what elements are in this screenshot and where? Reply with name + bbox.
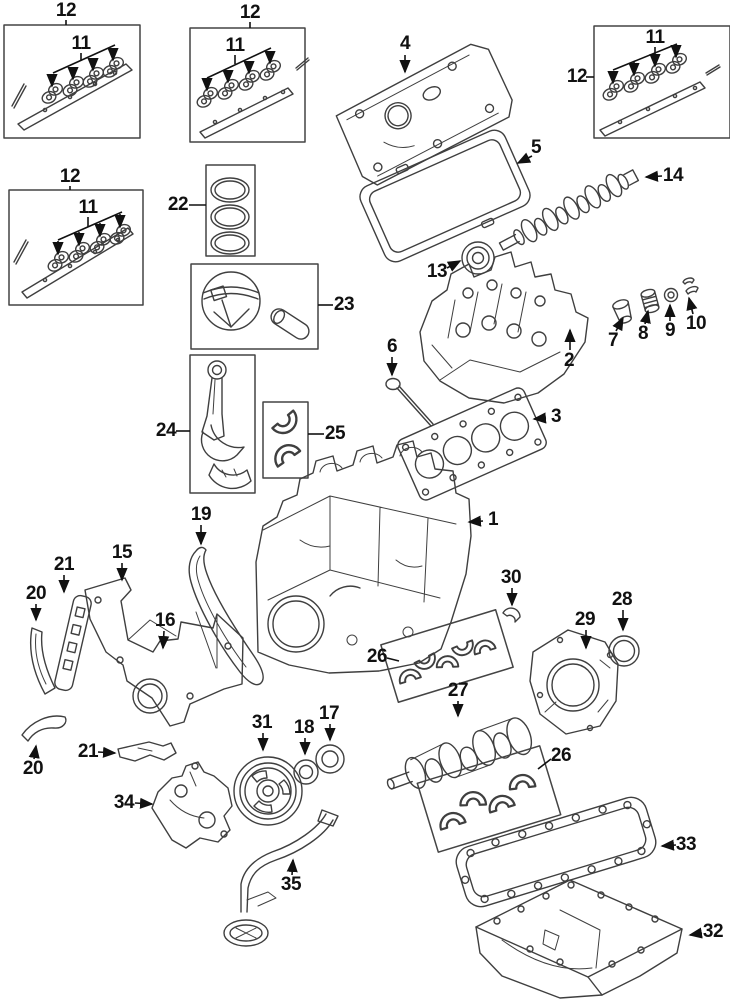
main-bearings-lower-box xyxy=(416,745,562,853)
callout-32: 32 xyxy=(702,921,724,942)
oil-pan xyxy=(475,879,683,999)
oil-pump xyxy=(151,761,233,849)
valve-cover xyxy=(335,43,513,186)
callout-24: 24 xyxy=(155,420,177,441)
timing-chain xyxy=(188,546,264,686)
callout-26-b: 26 xyxy=(550,745,572,766)
callout-lines-11-box1 xyxy=(46,44,119,88)
oil-pickup-tube xyxy=(223,809,339,947)
lash-adjuster xyxy=(640,288,660,314)
main-bearings-upper-box xyxy=(380,609,514,703)
callout-11-a: 11 xyxy=(71,33,91,54)
connecting-rod-box xyxy=(189,354,256,494)
callout-lines-11-box3 xyxy=(52,211,126,256)
rocker-arm-kit-box-3 xyxy=(8,189,144,306)
callout-15: 15 xyxy=(111,542,133,563)
callout-33: 33 xyxy=(675,834,697,855)
rocker-arm-kit-box-4 xyxy=(593,25,730,139)
camshaft xyxy=(498,169,640,251)
callout-17: 17 xyxy=(318,703,340,724)
callout-18: 18 xyxy=(293,717,315,738)
callout-28: 28 xyxy=(611,589,633,610)
callout-12-d: 12 xyxy=(566,66,588,87)
rear-main-seal xyxy=(608,635,640,667)
callout-6: 6 xyxy=(386,336,398,357)
callout-31: 31 xyxy=(251,712,273,733)
thrust-washer xyxy=(502,607,521,623)
front-crank-seal xyxy=(315,744,345,774)
callout-11-d: 11 xyxy=(645,27,665,48)
cylinder-head xyxy=(419,251,589,404)
callout-leaders xyxy=(28,20,703,939)
callout-21-a: 21 xyxy=(53,554,75,575)
piston-and-pin-box xyxy=(190,263,319,350)
callout-12-b: 12 xyxy=(239,2,261,23)
rear-seal-retainer xyxy=(529,629,619,735)
engine-block xyxy=(255,440,472,674)
callout-27: 27 xyxy=(447,680,469,701)
callout-26-a: 26 xyxy=(366,646,388,667)
callout-21-b: 21 xyxy=(77,741,99,762)
rod-bearings-box xyxy=(262,401,309,479)
valve-keepers xyxy=(682,277,699,295)
callout-11-b: 11 xyxy=(225,35,245,56)
callout-3: 3 xyxy=(550,406,562,427)
callout-5: 5 xyxy=(530,137,542,158)
callout-11-c: 11 xyxy=(78,197,98,218)
callout-12-a: 12 xyxy=(55,0,77,21)
callout-20-a: 20 xyxy=(25,583,47,604)
head-gasket xyxy=(397,387,547,501)
callout-7: 7 xyxy=(607,330,619,351)
callout-30: 30 xyxy=(500,567,522,588)
crankshaft xyxy=(386,717,533,790)
callout-lines-11-box4 xyxy=(607,43,682,85)
rocker-arm-kit-box-1 xyxy=(3,24,141,139)
callout-2: 2 xyxy=(563,350,575,371)
callout-29: 29 xyxy=(574,609,596,630)
piston-ring-set xyxy=(205,164,256,257)
callout-12-c: 12 xyxy=(59,166,81,187)
callout-22: 22 xyxy=(167,194,189,215)
callout-19: 19 xyxy=(190,504,212,525)
callout-13: 13 xyxy=(426,261,448,282)
chain-guide-upper xyxy=(29,627,56,695)
timing-cover xyxy=(84,577,244,727)
pulley-spacer xyxy=(293,759,319,785)
callout-lines-11-box2 xyxy=(201,47,276,92)
callout-14: 14 xyxy=(662,165,684,186)
chain-guide-lower xyxy=(21,715,67,742)
valve-lifter xyxy=(612,299,632,324)
callout-9: 9 xyxy=(664,320,676,341)
valve-cover-gasket xyxy=(359,129,531,263)
callout-25: 25 xyxy=(324,423,346,444)
valve-stem-seal xyxy=(663,287,679,303)
callout-34: 34 xyxy=(113,792,135,813)
chain-tensioner-lower xyxy=(117,741,177,762)
callout-1: 1 xyxy=(487,509,499,530)
camshaft-seal xyxy=(461,241,495,275)
valve xyxy=(385,377,434,427)
crankshaft-pulley xyxy=(233,756,303,826)
callout-10: 10 xyxy=(685,313,707,334)
rocker-arm-kit-box-2 xyxy=(189,27,310,143)
callout-8: 8 xyxy=(637,323,649,344)
callout-4: 4 xyxy=(399,33,411,54)
oil-pan-gasket xyxy=(455,796,657,908)
callout-35: 35 xyxy=(280,874,302,895)
callout-23: 23 xyxy=(333,294,355,315)
chain-tensioner-upper xyxy=(54,594,92,692)
callout-16: 16 xyxy=(154,610,176,631)
callout-20-b: 20 xyxy=(22,758,44,779)
